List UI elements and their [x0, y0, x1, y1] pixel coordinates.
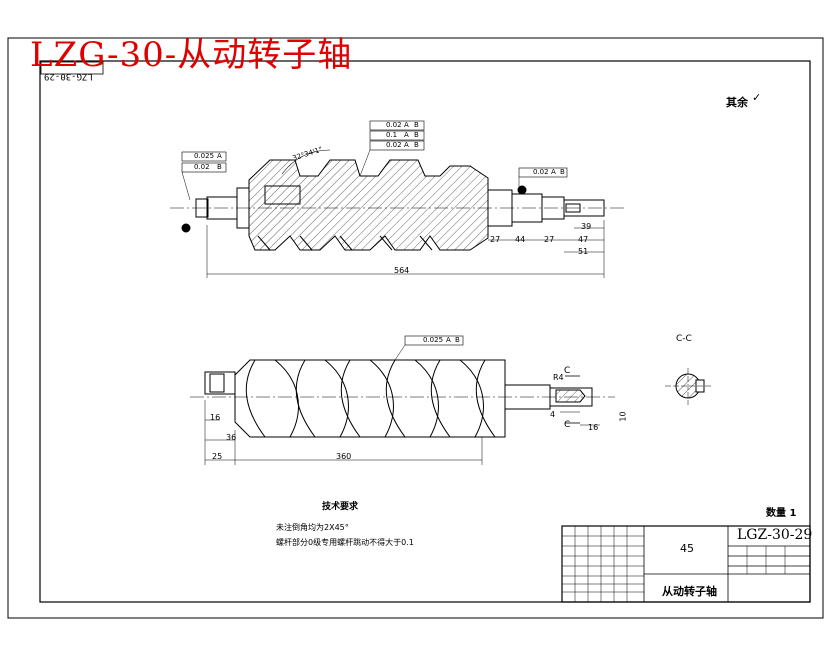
tol-frame-center — [369, 120, 425, 131]
drawing-code-box — [40, 61, 104, 75]
inner-frame — [39, 60, 811, 603]
side-tol-datum-b: B — [455, 336, 460, 344]
dim-27-a: 27 — [490, 235, 501, 244]
tol-frame-left — [181, 151, 227, 162]
drawing-number: LGZ-30-29 — [737, 527, 813, 543]
drawing-code-rotated: LZG-30-29 — [44, 71, 93, 81]
tol-right-datum-b: B — [560, 168, 565, 176]
tol-frame-right — [518, 167, 568, 178]
side-dim-16-right: 16 — [588, 423, 599, 432]
side-dim-25: 25 — [212, 452, 223, 461]
tol-center-datum-2b: B — [414, 131, 419, 139]
tol-center-datum-3b: B — [414, 141, 419, 149]
tol-center-datum-1a: A — [404, 121, 409, 129]
section-cc — [665, 368, 712, 405]
side-tol-frame — [404, 335, 464, 346]
tol-center-value-2: 0.1 — [386, 131, 398, 139]
side-dim-r4: R4 — [553, 373, 564, 382]
dim-51: 51 — [578, 247, 589, 256]
outer-border — [7, 37, 824, 619]
side-tol-datum-a: A — [446, 336, 451, 344]
right-shaft-end — [563, 199, 605, 217]
roughness-icon: ✓ — [752, 91, 762, 104]
top-view — [170, 120, 625, 278]
side-tol-value: 0.025 — [423, 336, 444, 344]
title-block — [561, 525, 811, 603]
quantity-label: 数量 1 — [766, 508, 797, 519]
tech-req-line-2: 螺杆部分0级专用螺杆跳动不得大于0.1 — [276, 538, 414, 547]
section-label-cc: C-C — [676, 334, 692, 344]
side-dim-36: 36 — [226, 433, 237, 442]
side-dim-16: 16 — [210, 413, 221, 422]
dim-44: 44 — [515, 235, 526, 244]
tol-center-datum-3a: A — [404, 141, 409, 149]
side-dim-4: 4 — [550, 410, 556, 419]
side-screw-outline — [234, 359, 506, 438]
tech-req-heading: 技术要求 — [322, 502, 359, 512]
tol-center-value-3: 0.02 — [386, 141, 402, 149]
tol-right-datum-a: A — [551, 168, 556, 176]
screw-body-section — [248, 159, 489, 251]
tol-center-datum-2a: A — [404, 131, 409, 139]
dim-27-b: 27 — [544, 235, 555, 244]
tol-left-value-1: 0.025 — [194, 152, 215, 160]
material-label: 45 — [680, 542, 694, 555]
dim-39: 39 — [581, 222, 592, 231]
dim-564: 564 — [394, 266, 410, 275]
roughness-note: 其余 — [726, 96, 748, 109]
side-dim-10: 10 — [618, 411, 628, 422]
section-mark-c-bottom: C — [564, 420, 571, 430]
drawing-title: LZG-30-从动转子轴 — [30, 35, 353, 75]
side-dim-360: 360 — [336, 452, 352, 461]
tol-left-datum-1: A — [217, 152, 222, 160]
dim-47: 47 — [578, 235, 589, 244]
tech-req-line-1: 未注倒角均为2X45° — [276, 523, 349, 532]
part-name: 从动转子轴 — [662, 585, 717, 598]
section-mark-c-top: C — [564, 366, 571, 376]
tol-left-datum-2: B — [217, 163, 222, 171]
tol-right-value: 0.02 — [533, 168, 549, 176]
tol-center-value-1: 0.02 — [386, 121, 402, 129]
side-view — [190, 335, 615, 465]
tol-center-datum-1b: B — [414, 121, 419, 129]
tol-left-value-2: 0.02 — [194, 163, 210, 171]
